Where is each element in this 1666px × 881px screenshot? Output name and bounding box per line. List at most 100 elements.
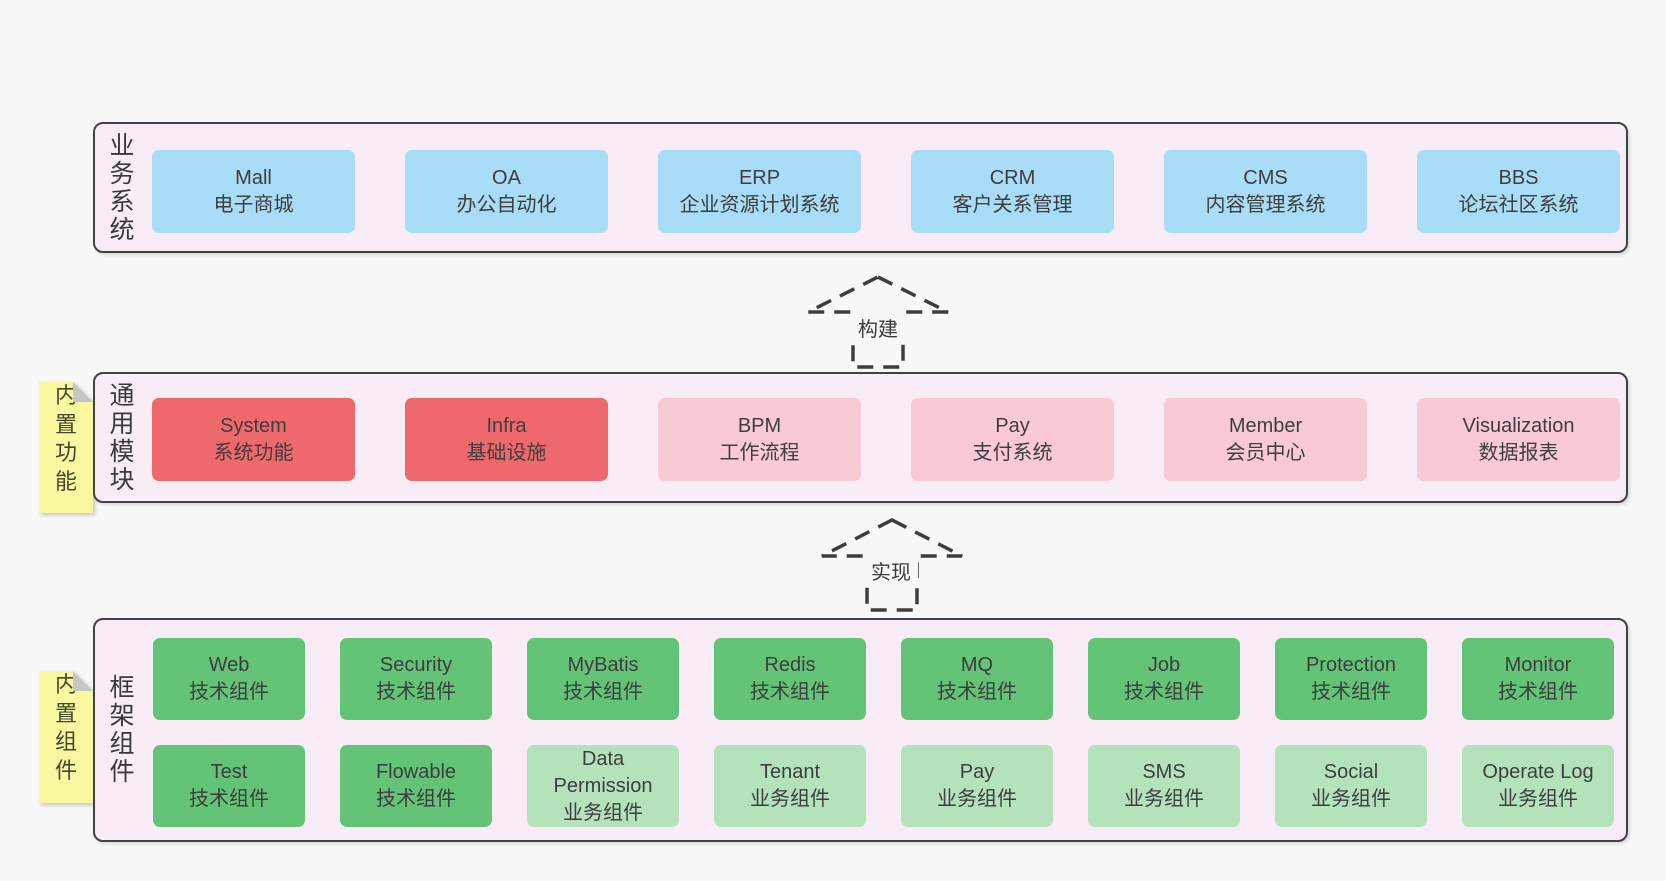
box-redis: Redis 技术组件 bbox=[714, 638, 866, 720]
box-title: Protection bbox=[1305, 654, 1397, 676]
box-title: Operate Log bbox=[1482, 761, 1594, 783]
up-arrow-icon bbox=[821, 518, 963, 612]
box-subtitle: 技术组件 bbox=[1124, 681, 1204, 703]
box-title: Monitor bbox=[1504, 654, 1572, 676]
sticky-note: 内置组件 bbox=[39, 671, 93, 803]
box-title: Visualization bbox=[1462, 414, 1575, 437]
box-monitor: Monitor 技术组件 bbox=[1462, 638, 1614, 720]
box-title: Tenant bbox=[759, 761, 821, 783]
note-fold-icon bbox=[73, 382, 93, 402]
box-subtitle: 内容管理系统 bbox=[1205, 193, 1326, 216]
box-subtitle: 业务组件 bbox=[563, 801, 643, 824]
box-subtitle: 支付系统 bbox=[972, 441, 1053, 464]
components-row-1: Web 技术组件 Security 技术组件 MyBatis 技术组件 Redi… bbox=[153, 638, 1614, 720]
business-boxes-row: Mall 电子商城 OA 办公自动化 ERP 企业资源计划系统 CRM 客户关系… bbox=[152, 150, 1620, 233]
box-tenant: Tenant 业务组件 bbox=[714, 745, 866, 827]
box-visualization: Visualization 数据报表 bbox=[1417, 398, 1620, 481]
box-title: CMS bbox=[1243, 166, 1288, 189]
box-title: BPM bbox=[737, 414, 782, 437]
box-title: MQ bbox=[960, 654, 994, 676]
section-business-systems: 业务系统 Mall 电子商城 OA 办公自动化 ERP 企业资源计划系统 CRM… bbox=[93, 122, 1628, 253]
box-subtitle: 业务组件 bbox=[1498, 788, 1578, 810]
arrow-implement bbox=[820, 518, 964, 613]
box-crm: CRM 客户关系管理 bbox=[911, 150, 1114, 233]
box-title: ERP bbox=[738, 166, 781, 189]
components-row-2: Test 技术组件 Flowable 技术组件 Data Permission … bbox=[153, 745, 1614, 827]
box-mybatis: MyBatis 技术组件 bbox=[527, 638, 679, 720]
box-subtitle: 系统功能 bbox=[213, 441, 294, 464]
box-mall: Mall 电子商城 bbox=[152, 150, 355, 233]
box-subtitle: 工作流程 bbox=[719, 441, 800, 464]
box-subtitle: 电子商城 bbox=[213, 193, 294, 216]
arrow-implement-label: 实现 bbox=[864, 555, 918, 586]
box-title: Data Permission bbox=[553, 747, 653, 797]
box-subtitle: 技术组件 bbox=[563, 681, 643, 703]
box-subtitle: 业务组件 bbox=[937, 788, 1017, 810]
box-bbs: BBS 论坛社区系统 bbox=[1417, 150, 1620, 233]
box-title: BBS bbox=[1498, 166, 1539, 189]
box-title: Security bbox=[379, 654, 453, 676]
box-title: Member bbox=[1228, 414, 1303, 437]
sticky-note-built-in-components: 内置组件 bbox=[39, 658, 93, 790]
box-social: Social 业务组件 bbox=[1275, 745, 1427, 827]
box-security: Security 技术组件 bbox=[340, 638, 492, 720]
sticky-note-text: 内置组件 bbox=[54, 672, 77, 783]
box-mq: MQ 技术组件 bbox=[901, 638, 1053, 720]
modules-boxes-row: System 系统功能 Infra 基础设施 BPM 工作流程 Pay 支付系统… bbox=[152, 398, 1620, 481]
box-subtitle: 会员中心 bbox=[1225, 441, 1306, 464]
box-subtitle: 技术组件 bbox=[750, 681, 830, 703]
box-title: Test bbox=[210, 761, 248, 783]
box-operate-log: Operate Log 业务组件 bbox=[1462, 745, 1614, 827]
box-subtitle: 企业资源计划系统 bbox=[679, 193, 840, 216]
box-title: Redis bbox=[764, 654, 816, 676]
box-erp: ERP 企业资源计划系统 bbox=[658, 150, 861, 233]
box-subtitle: 基础设施 bbox=[466, 441, 547, 464]
box-web: Web 技术组件 bbox=[153, 638, 305, 720]
arrow-build bbox=[806, 275, 950, 370]
box-pay-module: Pay 支付系统 bbox=[911, 398, 1114, 481]
box-title: Pay bbox=[959, 761, 995, 783]
box-subtitle: 技术组件 bbox=[189, 788, 269, 810]
up-arrow-icon bbox=[807, 275, 949, 369]
section-framework-components: 框架组件 Web 技术组件 Security 技术组件 MyBatis 技术组件… bbox=[93, 618, 1628, 842]
box-sms: SMS 业务组件 bbox=[1088, 745, 1240, 827]
box-subtitle: 业务组件 bbox=[1311, 788, 1391, 810]
box-member: Member 会员中心 bbox=[1164, 398, 1367, 481]
box-job: Job 技术组件 bbox=[1088, 638, 1240, 720]
note-fold-icon bbox=[73, 671, 93, 691]
box-bpm: BPM 工作流程 bbox=[658, 398, 861, 481]
box-subtitle: 技术组件 bbox=[1311, 681, 1391, 703]
box-protection: Protection 技术组件 bbox=[1275, 638, 1427, 720]
box-subtitle: 技术组件 bbox=[376, 788, 456, 810]
box-title: MyBatis bbox=[567, 654, 639, 676]
box-cms: CMS 内容管理系统 bbox=[1164, 150, 1367, 233]
box-subtitle: 办公自动化 bbox=[456, 193, 557, 216]
box-title: Mall bbox=[235, 166, 272, 189]
box-title: Social bbox=[1323, 761, 1379, 783]
box-data-permission: Data Permission 业务组件 bbox=[527, 745, 679, 827]
sticky-note-text: 内置功能 bbox=[54, 383, 77, 494]
sticky-note: 内置功能 bbox=[39, 382, 93, 513]
box-subtitle: 客户关系管理 bbox=[952, 193, 1073, 216]
box-test: Test 技术组件 bbox=[153, 745, 305, 827]
box-title: Job bbox=[1147, 654, 1181, 676]
box-title: Flowable bbox=[375, 761, 457, 783]
box-title: OA bbox=[492, 166, 521, 189]
section-common-modules: 通用模块 System 系统功能 Infra 基础设施 BPM 工作流程 Pay… bbox=[93, 372, 1628, 503]
box-subtitle: 论坛社区系统 bbox=[1458, 193, 1579, 216]
arrow-build-label: 构建 bbox=[851, 312, 905, 343]
box-title: Web bbox=[208, 654, 250, 676]
box-title: SMS bbox=[1142, 761, 1186, 783]
sticky-note-built-in-features: 内置功能 bbox=[39, 369, 93, 500]
box-title: Infra bbox=[486, 414, 527, 437]
box-subtitle: 技术组件 bbox=[376, 681, 456, 703]
box-infra: Infra 基础设施 bbox=[405, 398, 608, 481]
box-title: CRM bbox=[989, 166, 1036, 189]
box-flowable: Flowable 技术组件 bbox=[340, 745, 492, 827]
box-oa: OA 办公自动化 bbox=[405, 150, 608, 233]
section-label-framework-components: 框架组件 bbox=[109, 674, 135, 786]
box-pay-component: Pay 业务组件 bbox=[901, 745, 1053, 827]
box-title: System bbox=[220, 414, 287, 437]
box-subtitle: 技术组件 bbox=[1498, 681, 1578, 703]
